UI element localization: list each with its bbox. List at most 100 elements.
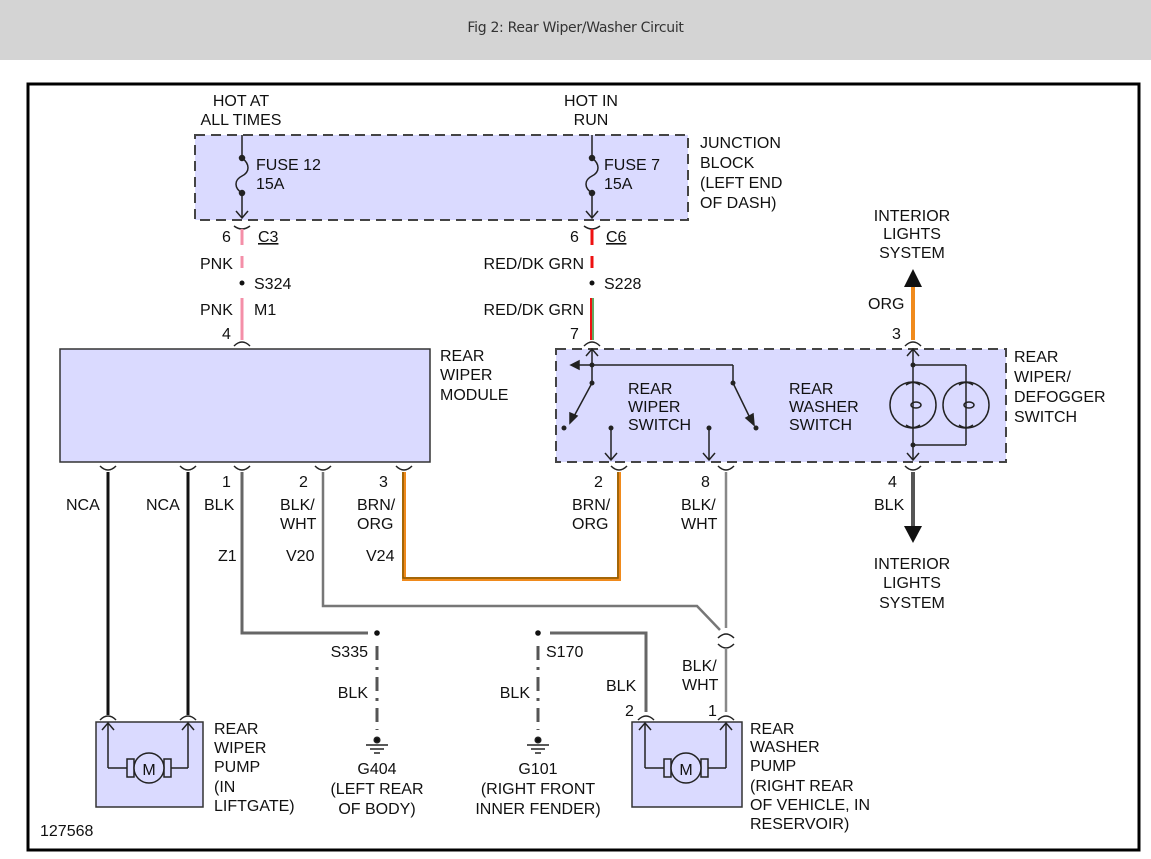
module-pin-1: 1 (222, 474, 231, 491)
switch-pin2-color-2: ORG (572, 516, 608, 533)
switch-pin-7: 7 (570, 326, 579, 343)
g404-location-2: OF BODY) (338, 801, 415, 818)
switch-pin-3: 3 (892, 326, 901, 343)
blk-wht-v20-wire (321, 472, 721, 631)
switch-output-terminals (604, 428, 716, 462)
svg-text:RUN: RUN (574, 112, 609, 129)
svg-text:OF DASH): OF DASH) (700, 195, 776, 212)
junction-block-label: JUNCTION BLOCK (LEFT END OF DASH) (700, 135, 782, 212)
svg-text:OF VEHICLE, IN: OF VEHICLE, IN (750, 797, 870, 814)
module-top-pin: 4 (222, 326, 231, 343)
svg-text:WIPER: WIPER (214, 740, 266, 757)
fuse-12-name: FUSE 12 (256, 157, 321, 174)
switch-pin8-color-2: WHT (681, 516, 718, 533)
svg-text:REAR: REAR (789, 381, 833, 398)
svg-text:REAR: REAR (214, 721, 258, 738)
figure-id: 127568 (40, 823, 93, 840)
rear-wiper-pump-label: REAR WIPER PUMP (IN LIFTGATE) (214, 721, 295, 815)
washer-pin1-color-1: BLK/ (682, 658, 717, 675)
svg-text:MODULE: MODULE (440, 387, 508, 404)
switch-pin4-color: BLK (874, 497, 905, 514)
svg-text:WIPER/: WIPER/ (1014, 369, 1071, 386)
svg-text:LIGHTS: LIGHTS (883, 575, 941, 592)
module-bottom-connectors (99, 465, 413, 471)
rear-wiper-module-label: REAR WIPER MODULE (440, 348, 508, 404)
fuse-7-rating: 15A (604, 176, 633, 193)
svg-text:REAR: REAR (1014, 349, 1058, 366)
ground-g404-icon (366, 736, 388, 754)
wiper-switch-contact-icon (569, 347, 755, 427)
switch-pin7-connector-icon (583, 341, 601, 347)
module-pin3-color-1: BRN/ (357, 497, 396, 514)
c6-connector-label: C6 (606, 229, 627, 246)
module-pin2-color-2: WHT (280, 516, 317, 533)
figure-title: Fig 2: Rear Wiper/Washer Circuit (467, 20, 684, 36)
svg-text:INTERIOR: INTERIOR (874, 208, 950, 225)
fuse-7-icon (585, 135, 599, 220)
washer-pin2-color: BLK (606, 678, 637, 695)
svg-text:REAR: REAR (628, 381, 672, 398)
red-dk-grn-label-1: RED/DK GRN (484, 256, 584, 273)
washer-pin-2: 2 (625, 703, 634, 720)
splice-s324-label: S324 (254, 276, 291, 293)
hot-in-run-label: HOT IN RUN (564, 93, 618, 129)
lamp-junction-dot-top (910, 362, 916, 368)
arrow-down-icon (904, 526, 922, 543)
svg-text:LIGHTS: LIGHTS (883, 226, 941, 243)
switch-pin-8: 8 (701, 474, 710, 491)
wiper-pump-connectors (99, 715, 197, 721)
svg-text:(RIGHT REAR: (RIGHT REAR (750, 778, 854, 795)
blk-pump-ground-wire (550, 631, 648, 712)
svg-text:INTERIOR: INTERIOR (874, 556, 950, 573)
svg-text:WASHER: WASHER (750, 739, 820, 756)
junction-block (194, 134, 689, 221)
g404-location-1: (LEFT REAR (330, 781, 423, 798)
g101-location-2: INNER FENDER) (475, 801, 600, 818)
svg-text:REAR: REAR (750, 721, 794, 738)
c6-pin: 6 (570, 229, 579, 246)
module-top-connector-icon (233, 341, 251, 347)
pnk-label-1: PNK (200, 256, 233, 273)
module-pin3-circuit: V24 (366, 548, 395, 565)
c3-pin: 6 (222, 229, 231, 246)
module-pin3-color-2: ORG (357, 516, 393, 533)
module-pin2-circuit: V20 (286, 548, 315, 565)
splice-s170-label: S170 (546, 644, 583, 661)
washer-switch-label: REAR WASHER SWITCH (789, 381, 859, 434)
c3-connector-label: C3 (258, 229, 279, 246)
svg-text:SYSTEM: SYSTEM (879, 595, 945, 612)
svg-text:WIPER: WIPER (628, 399, 680, 416)
module-pin1-color: BLK (204, 497, 235, 514)
switch-pin8-color-1: BLK/ (681, 497, 716, 514)
svg-text:REAR: REAR (440, 348, 484, 365)
svg-text:SWITCH: SWITCH (789, 417, 852, 434)
hot-at-all-times-label: HOT AT ALL TIMES (201, 93, 282, 129)
svg-text:PUMP: PUMP (214, 759, 260, 776)
svg-text:WIPER: WIPER (440, 367, 492, 384)
svg-text:(LEFT END: (LEFT END (700, 175, 782, 192)
fuse-7-name: FUSE 7 (604, 157, 660, 174)
svg-text:DEFOGGER: DEFOGGER (1014, 389, 1106, 406)
svg-text:SWITCH: SWITCH (628, 417, 691, 434)
fuse-12-rating: 15A (256, 176, 285, 193)
splice-s335-dot (374, 630, 380, 636)
splice-s228-dot (589, 280, 595, 286)
switch-label: REAR WIPER/ DEFOGGER SWITCH (1014, 349, 1106, 426)
nca-label-1: NCA (66, 497, 100, 514)
ground-g101-icon (527, 736, 549, 754)
svg-text:HOT IN: HOT IN (564, 93, 618, 110)
svg-text:SYSTEM: SYSTEM (879, 245, 945, 262)
module-pin2-color-1: BLK/ (280, 497, 315, 514)
svg-text:WASHER: WASHER (789, 399, 859, 416)
lamp-junction-dot-bottom (910, 442, 916, 448)
g404-label: G404 (357, 761, 396, 778)
switch-pin-4: 4 (888, 474, 897, 491)
splice-s335-label: S335 (331, 644, 368, 661)
washer-pin1-color-2: WHT (682, 677, 719, 694)
wiper-switch-label: REAR WIPER SWITCH (628, 381, 691, 434)
org-label: ORG (868, 296, 904, 313)
rear-washer-pump-label: REAR WASHER PUMP (RIGHT REAR OF VEHICLE,… (750, 721, 870, 833)
module-pin1-circuit: Z1 (218, 548, 237, 565)
pnk-label-2: PNK (200, 302, 233, 319)
